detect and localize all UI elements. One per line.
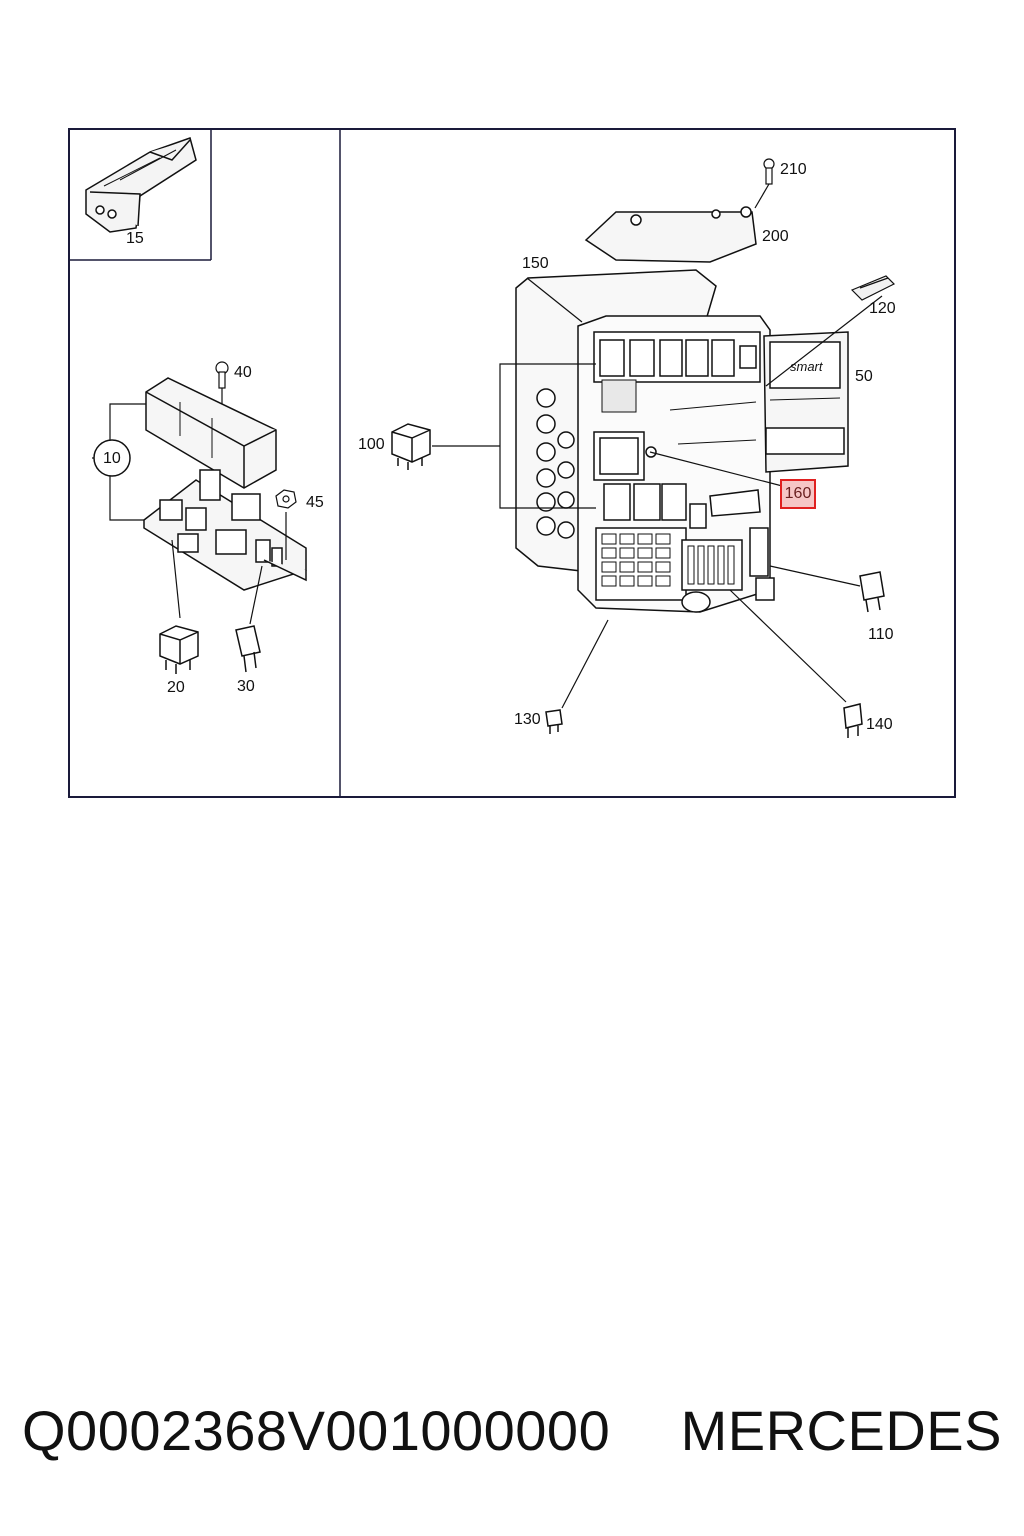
part-210-screw: [763, 158, 775, 185]
part-40-screw: [215, 361, 229, 389]
part-130-fuse: [545, 709, 563, 734]
callout-210[interactable]: 210: [780, 161, 807, 178]
part-50-panel: [763, 331, 849, 473]
part-120-clip: [850, 275, 896, 301]
part-150-housing: [515, 269, 717, 573]
part-10-fusebox: [143, 377, 307, 591]
callout-150[interactable]: 150: [522, 255, 549, 272]
fuse-grid: [601, 533, 735, 587]
part-45-nut: [275, 489, 297, 509]
brand-name: MERCEDES: [680, 1398, 1002, 1462]
callout-100[interactable]: 100: [358, 436, 385, 453]
leader-lines: [432, 183, 883, 709]
callout-30[interactable]: 30: [237, 678, 255, 695]
part-110-fuse: [859, 571, 885, 613]
callout-120[interactable]: 120: [869, 300, 896, 317]
callout-20[interactable]: 20: [167, 679, 185, 696]
callout-15[interactable]: 15: [126, 230, 144, 247]
callout-140[interactable]: 140: [866, 716, 893, 733]
part-100-relay: [391, 423, 431, 470]
callout-200[interactable]: 200: [762, 228, 789, 245]
part-140-fuse: [843, 703, 863, 738]
part-30-fuse: [235, 625, 261, 673]
part-20-relay: [159, 625, 199, 674]
part-200-bracket: [584, 206, 757, 263]
smart-brand-mark: smart: [790, 359, 823, 374]
callout-160-highlighted[interactable]: 160: [780, 479, 816, 509]
callout-40[interactable]: 40: [234, 364, 252, 381]
callout-110[interactable]: 110: [868, 626, 894, 643]
part-15-clip: [85, 137, 197, 233]
image-caption: Q0002368V001000000 MERCEDES: [0, 1390, 1024, 1470]
callout-45[interactable]: 45: [306, 494, 324, 511]
diagram-frame: [68, 128, 956, 798]
callout-130[interactable]: 130: [514, 711, 541, 728]
callout-circle-10: [93, 439, 131, 477]
callout-10[interactable]: 10: [103, 450, 121, 467]
callout-50[interactable]: 50: [855, 368, 873, 385]
part-code: Q0002368V001000000: [22, 1398, 611, 1462]
